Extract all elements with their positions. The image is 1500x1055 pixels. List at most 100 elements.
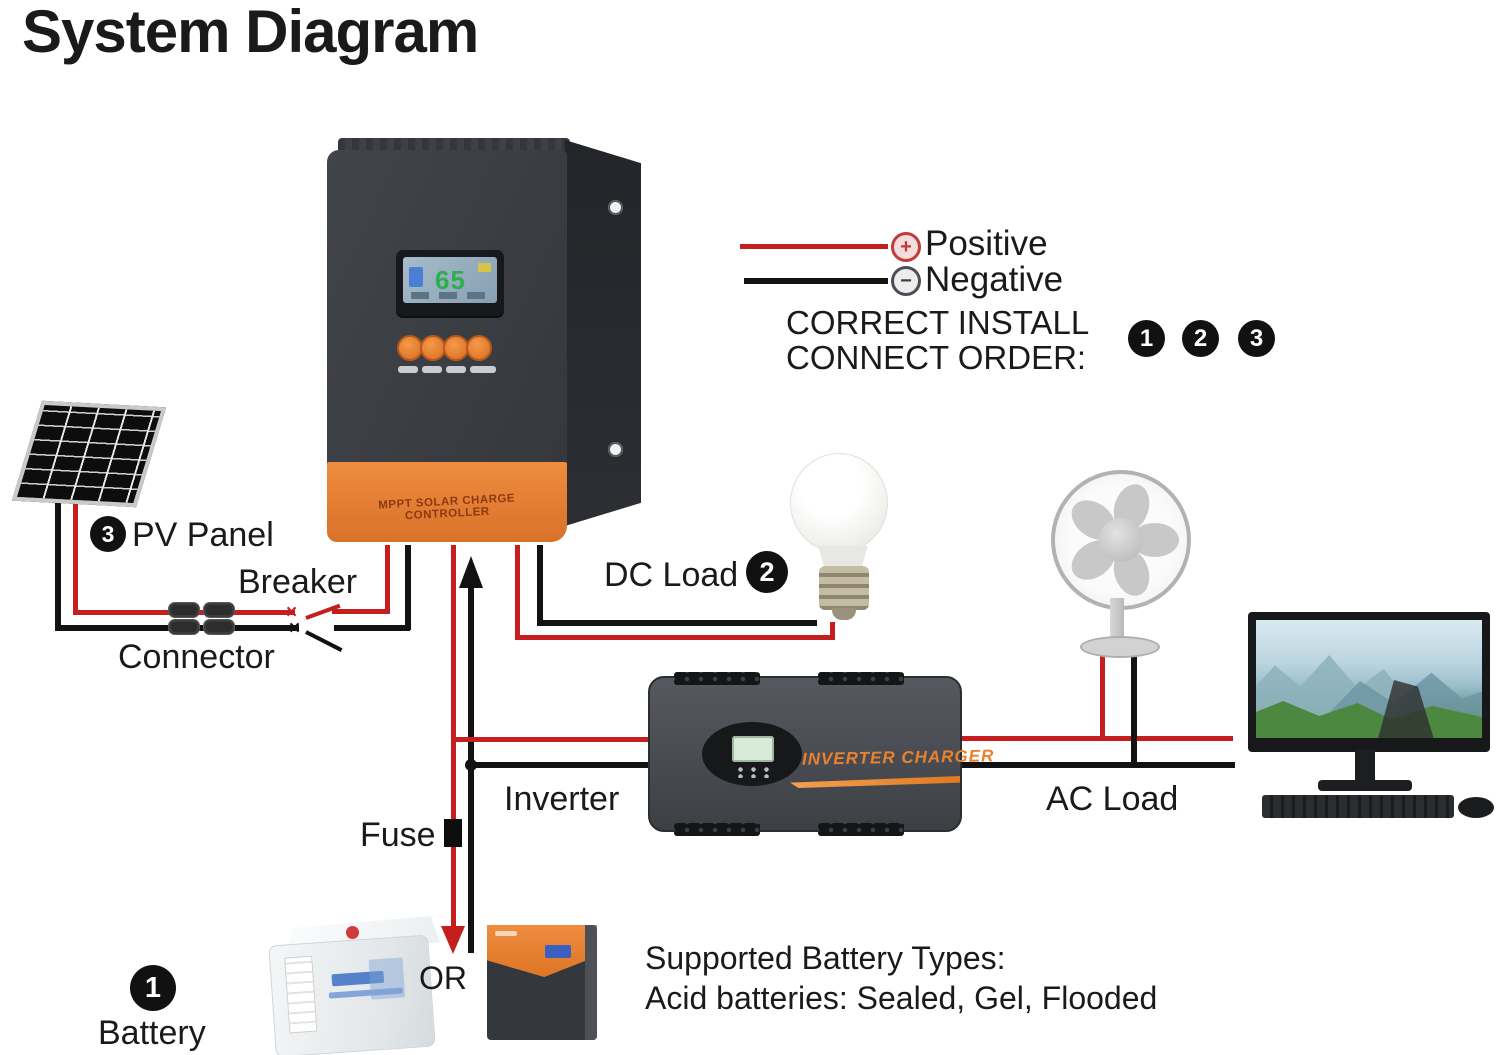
mounting-hole-icon bbox=[608, 200, 623, 215]
mounting-bracket bbox=[818, 672, 904, 685]
controller-lcd-display: 65 bbox=[396, 250, 504, 316]
battery-positive-wire bbox=[451, 545, 456, 928]
battery-terminal-cap bbox=[346, 926, 359, 939]
pv-positive-wire bbox=[385, 545, 390, 613]
light-bulb-icon bbox=[790, 453, 888, 553]
dc-load-positive-wire bbox=[515, 545, 520, 640]
mounting-bracket bbox=[674, 672, 760, 685]
mc4-connector bbox=[203, 619, 235, 635]
fan-icon bbox=[1051, 470, 1191, 610]
mc4-connector bbox=[168, 619, 200, 635]
monitor-stand bbox=[1355, 750, 1375, 784]
charge-controller-side bbox=[565, 140, 641, 526]
dc-load-negative-wire bbox=[537, 545, 543, 625]
fan-icon bbox=[1080, 636, 1160, 658]
inverter-positive-wire bbox=[451, 737, 651, 742]
page-title: System Diagram bbox=[22, 0, 479, 65]
arrow-up-icon bbox=[459, 556, 483, 588]
charge-controller-band: MPPT SOLAR CHARGE CONTROLLER bbox=[327, 462, 567, 542]
lithium-battery-logo bbox=[545, 945, 571, 958]
controller-button bbox=[420, 335, 446, 361]
battery-status-icon bbox=[478, 263, 491, 272]
ac-positive-wire bbox=[953, 736, 1233, 741]
monitor-icon bbox=[1248, 612, 1490, 752]
battery-types-line1: Supported Battery Types: bbox=[645, 940, 1006, 976]
breaker-contact-icon: × bbox=[286, 602, 298, 623]
order-badge-2: 2 bbox=[1182, 320, 1219, 357]
light-bulb-icon bbox=[819, 566, 869, 610]
lcd-reading: 65 bbox=[435, 265, 466, 295]
pv-negative-wire bbox=[334, 625, 410, 631]
mounting-hole-icon bbox=[608, 442, 623, 457]
legend-negative-label: Negative bbox=[925, 260, 1064, 299]
button-label-strip bbox=[422, 366, 442, 373]
solar-panel bbox=[11, 400, 167, 508]
inverter-display bbox=[702, 722, 802, 786]
pv-positive-wire bbox=[73, 503, 78, 615]
monitor-stand bbox=[1318, 780, 1412, 791]
breaker-switch bbox=[305, 630, 343, 652]
battery-spec-mark bbox=[368, 957, 406, 1000]
keyboard-icon bbox=[1262, 795, 1454, 818]
inverter-negative-wire bbox=[468, 762, 651, 768]
button-label-strip bbox=[470, 366, 496, 373]
inverter-label: Inverter bbox=[504, 780, 620, 818]
fan-icon bbox=[1110, 598, 1124, 640]
lithium-battery-side bbox=[585, 925, 597, 1040]
pv-status-icon bbox=[409, 267, 423, 287]
fan-negative-wire bbox=[1131, 652, 1137, 766]
dc-load-negative-wire bbox=[537, 620, 817, 626]
mc4-connector bbox=[203, 602, 235, 618]
breaker-label: Breaker bbox=[238, 563, 358, 601]
mounting-bracket bbox=[818, 823, 904, 836]
monitor-screen bbox=[1256, 620, 1482, 738]
light-bulb-icon bbox=[818, 546, 868, 568]
wire-junction-dot bbox=[465, 759, 477, 771]
fan-positive-wire bbox=[1100, 652, 1105, 740]
lithium-battery-band bbox=[487, 925, 597, 977]
battery-sticker bbox=[284, 955, 318, 1034]
legend-positive-label: Positive bbox=[925, 224, 1048, 263]
ac-negative-wire bbox=[953, 762, 1235, 768]
dc-load-badge: 2 bbox=[746, 551, 788, 593]
battery-order-badge: 1 bbox=[130, 965, 176, 1011]
button-label-strip bbox=[398, 366, 418, 373]
or-label: OR bbox=[419, 960, 467, 996]
inverter-device: INVERTER CHARGER bbox=[648, 672, 994, 836]
pv-order-badge: 3 bbox=[90, 516, 126, 552]
button-label-strip bbox=[446, 366, 466, 373]
lead-acid-battery bbox=[268, 934, 436, 1055]
inverter-stripe bbox=[790, 776, 960, 788]
arrow-down-icon bbox=[441, 926, 465, 954]
order-badge-3: 3 bbox=[1238, 320, 1275, 357]
install-order-line2: CONNECT ORDER: bbox=[786, 339, 1087, 376]
mc4-connector bbox=[168, 602, 200, 618]
fuse-icon bbox=[444, 819, 462, 847]
lithium-battery bbox=[487, 925, 597, 1040]
mounting-bracket bbox=[674, 823, 760, 836]
mouse-icon bbox=[1458, 797, 1494, 818]
pv-negative-wire bbox=[405, 545, 411, 630]
charge-controller-label: MPPT SOLAR CHARGE CONTROLLER bbox=[377, 492, 516, 523]
pv-panel-label: PV Panel bbox=[132, 516, 274, 554]
connector-label: Connector bbox=[118, 638, 275, 676]
battery-types-line2: Acid batteries: Sealed, Gel, Flooded bbox=[645, 980, 1158, 1016]
minus-icon: − bbox=[891, 266, 921, 296]
legend-negative-line bbox=[744, 278, 888, 284]
order-badge-1: 1 bbox=[1128, 320, 1165, 357]
pv-negative-wire bbox=[55, 503, 61, 630]
inverter-brand-label: INVERTER CHARGER bbox=[801, 746, 995, 769]
controller-button bbox=[466, 335, 492, 361]
breaker-contact-icon: × bbox=[289, 618, 301, 639]
battery-label: Battery bbox=[98, 1014, 206, 1052]
dc-load-positive-wire bbox=[830, 622, 835, 639]
install-order-line1: CORRECT INSTALL bbox=[786, 304, 1090, 341]
lcd-icons-row bbox=[411, 292, 489, 299]
dc-load-label: DC Load bbox=[604, 556, 739, 594]
plus-icon: + bbox=[891, 232, 921, 262]
fuse-label: Fuse bbox=[360, 816, 436, 854]
pv-positive-wire bbox=[332, 609, 390, 614]
dc-load-positive-wire bbox=[515, 635, 835, 640]
light-bulb-icon bbox=[832, 608, 856, 620]
